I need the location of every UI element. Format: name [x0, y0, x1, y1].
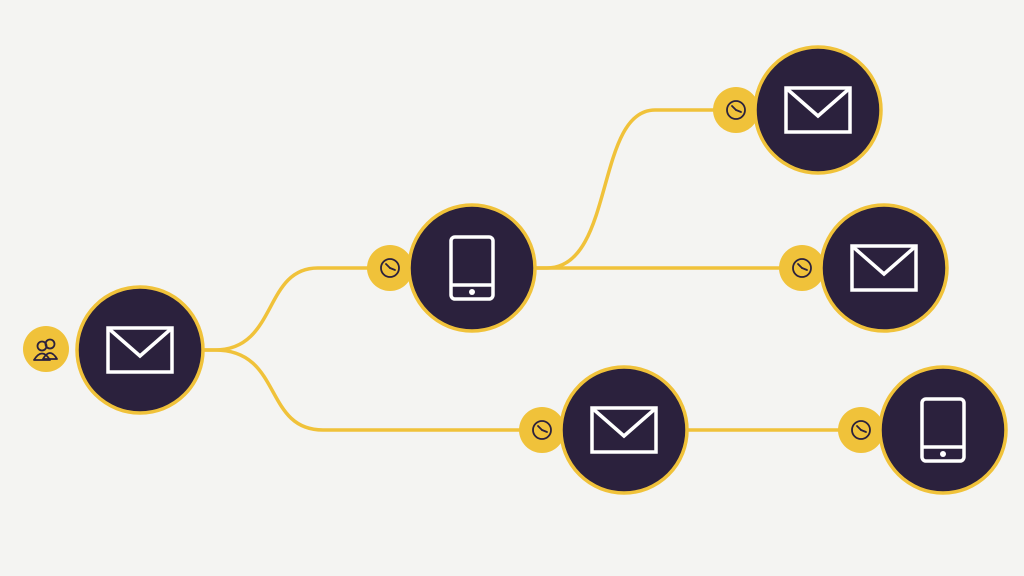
connector-start-email-to-mobile-step-1: [201, 266, 371, 352]
connector-lines: [201, 108, 842, 432]
tablet-icon: [920, 397, 966, 463]
delay-badge: [713, 87, 759, 133]
node-mobile-step-final[interactable]: [838, 365, 1008, 495]
email-node-circle: [559, 365, 689, 495]
audience-icon: [33, 338, 58, 361]
clock-icon: [726, 100, 746, 120]
node-email-branch-middle[interactable]: [779, 203, 949, 333]
mobile-node-circle: [407, 203, 537, 333]
envelope-icon: [590, 406, 658, 454]
delay-badge: [367, 245, 413, 291]
email-node-circle: [819, 203, 949, 333]
clock-icon: [792, 258, 812, 278]
delay-badge: [779, 245, 825, 291]
email-node-circle: [75, 285, 205, 415]
envelope-icon: [106, 326, 174, 374]
clock-icon: [851, 420, 871, 440]
connector-start-email-to-email-branch-lower: [201, 348, 523, 432]
delay-badge: [838, 407, 884, 453]
delay-badge: [519, 407, 565, 453]
mobile-node-circle: [878, 365, 1008, 495]
node-start-email[interactable]: [75, 285, 205, 415]
audience-trigger-badge: [23, 326, 69, 372]
envelope-icon: [850, 244, 918, 292]
email-node-circle: [753, 45, 883, 175]
clock-icon: [532, 420, 552, 440]
clock-icon: [380, 258, 400, 278]
node-layer: [23, 45, 1008, 495]
node-email-branch-lower[interactable]: [519, 365, 689, 495]
node-email-branch-top[interactable]: [713, 45, 883, 175]
node-mobile-step-1[interactable]: [367, 203, 537, 333]
tablet-icon: [449, 235, 495, 301]
connector-mobile-step-1-to-email-branch-top: [533, 108, 717, 270]
envelope-icon: [784, 86, 852, 134]
